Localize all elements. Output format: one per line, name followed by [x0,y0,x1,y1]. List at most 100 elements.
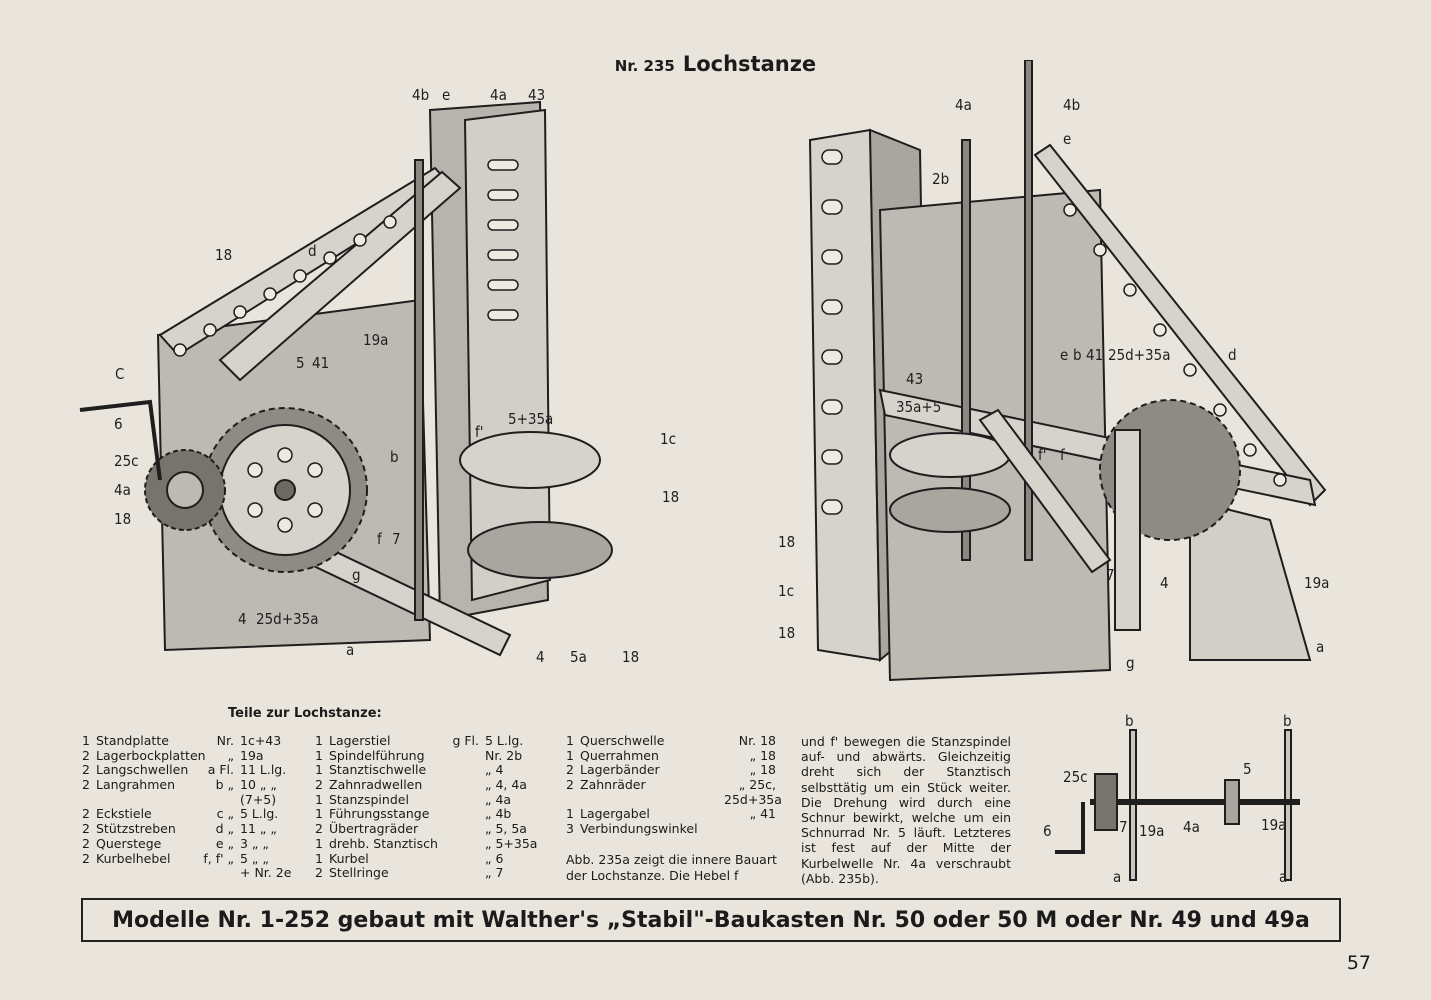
label-b: b [390,448,399,466]
parts-cell-q [82,793,96,808]
parts-cell-s: c „ [216,806,234,822]
parts-cell-n: Übertragräder [329,821,419,837]
label-5a: 5a [570,648,587,666]
parts-cell-n [96,793,196,808]
parts-cell-v: „ 5, 5a [485,821,527,837]
parts-cell-n: Lagerbockplatten [96,747,206,763]
figure-right-drawing [808,59,1327,682]
parts-cell-q [82,866,96,881]
label-f: f [1060,446,1065,464]
label-b-right: b [1283,712,1292,730]
label-4a: 4a [490,86,507,104]
description-text: und f' bewegen die Stanzspindel auf- und… [801,734,1011,886]
parts-cell-s [447,866,485,881]
parts-cell-v: „ 18 [749,747,776,763]
parts-list-item: + Nr. 2e [82,865,312,881]
parts-cell-v: 11 „ „ [240,821,277,837]
label-a: a [1316,638,1325,656]
label-1c: 1c [778,582,795,600]
parts-cell-n: Stanztischwelle [329,762,427,778]
parts-cell-v: 5 L.lg. [240,806,279,822]
parts-cell-n: Kurbel [329,850,369,866]
parts-cell-v [724,822,776,837]
label-4a: 4a [955,96,972,114]
parts-cell-v: „ 4 [485,762,504,778]
label-a-right: a [1279,868,1288,886]
parts-cell-q: 1 [315,762,323,778]
parts-cell-v: „ 18 [749,762,776,778]
label-g: g [352,566,361,584]
parts-cell-v: 10 „ „ [240,777,277,793]
parts-cell-s: „ [227,747,234,763]
parts-cell-q: 2 [566,777,574,793]
model-number: Nr. 235 [614,57,675,75]
label-f: f [377,530,382,548]
figure-left-drawing [79,100,613,657]
parts-cell-v: „ 5+35a [485,835,538,851]
parts-cell-q: 2 [82,777,90,793]
label-a-left: a [1113,868,1122,886]
parts-cell-v: Nr. 2b [485,747,523,763]
parts-cell-v: 25d+35a [724,791,782,807]
parts-cell-n: Zahnradwellen [329,777,423,793]
parts-list-item: 25d+35a [566,791,782,808]
parts-cell-n: Querschwelle [580,733,665,748]
label-e: e [442,86,451,104]
parts-cell-n: Kurbelhebel [96,850,171,866]
label-4: 4 [1160,574,1169,592]
parts-cell-n: Lagerbänder [580,762,660,778]
label-19a: 19a [363,331,389,349]
parts-cell-v: „ 25c, [738,777,776,793]
parts-cell-q: 1 [315,850,323,866]
parts-cell-s [447,852,485,867]
parts-cell-s: b „ [215,777,234,793]
parts-cell-n: Querstege [96,835,162,851]
parts-cell-s [447,807,485,822]
parts-cell-n: Eckstiele [96,806,152,822]
label-b-left: b [1125,712,1134,730]
label-5: 5 [296,354,305,372]
parts-cell-n: Stanzspindel [329,791,409,807]
parts-cell-n: Stellringe [329,865,389,881]
parts-cell-s: d „ [215,821,234,837]
label-18-bottom: 18 [778,624,796,642]
parts-cell-q: 1 [315,791,323,807]
label-a: a [346,641,355,659]
parts-cell-q: 1 [315,747,323,763]
label-4b: 4b [412,86,430,104]
parts-cell-v: 11 L.lg. [240,762,287,778]
parts-cell-n: Querrahmen [580,747,659,763]
parts-cell-q: 2 [315,865,323,881]
label-g: g [1126,654,1135,672]
parts-cell-n: Langschwellen [96,762,189,778]
parts-cell-n [96,866,196,881]
label-2b: 2b [932,170,950,188]
label-19a-right: 19a [1261,816,1287,834]
parts-cell-s [447,763,485,778]
parts-cell-v: „ 41 [749,806,776,822]
parts-cell-v: 1c+43 [240,733,282,748]
parts-cell-n: Lagerstiel [329,733,391,748]
parts-cell-s [702,734,724,749]
label-18-left: 18 [114,510,132,528]
parts-list-item: (7+5) [82,792,312,808]
label-b: b [1073,346,1082,364]
parts-list-item: 1 Stanztischwelle „ 4 [315,763,549,778]
parts-cell-v: „ 4a [485,791,512,807]
label-18: 18 [215,246,233,264]
label-25d-35a: 25d+35a [256,610,319,628]
parts-cell-s [196,793,240,808]
parts-cell-s [447,793,485,808]
